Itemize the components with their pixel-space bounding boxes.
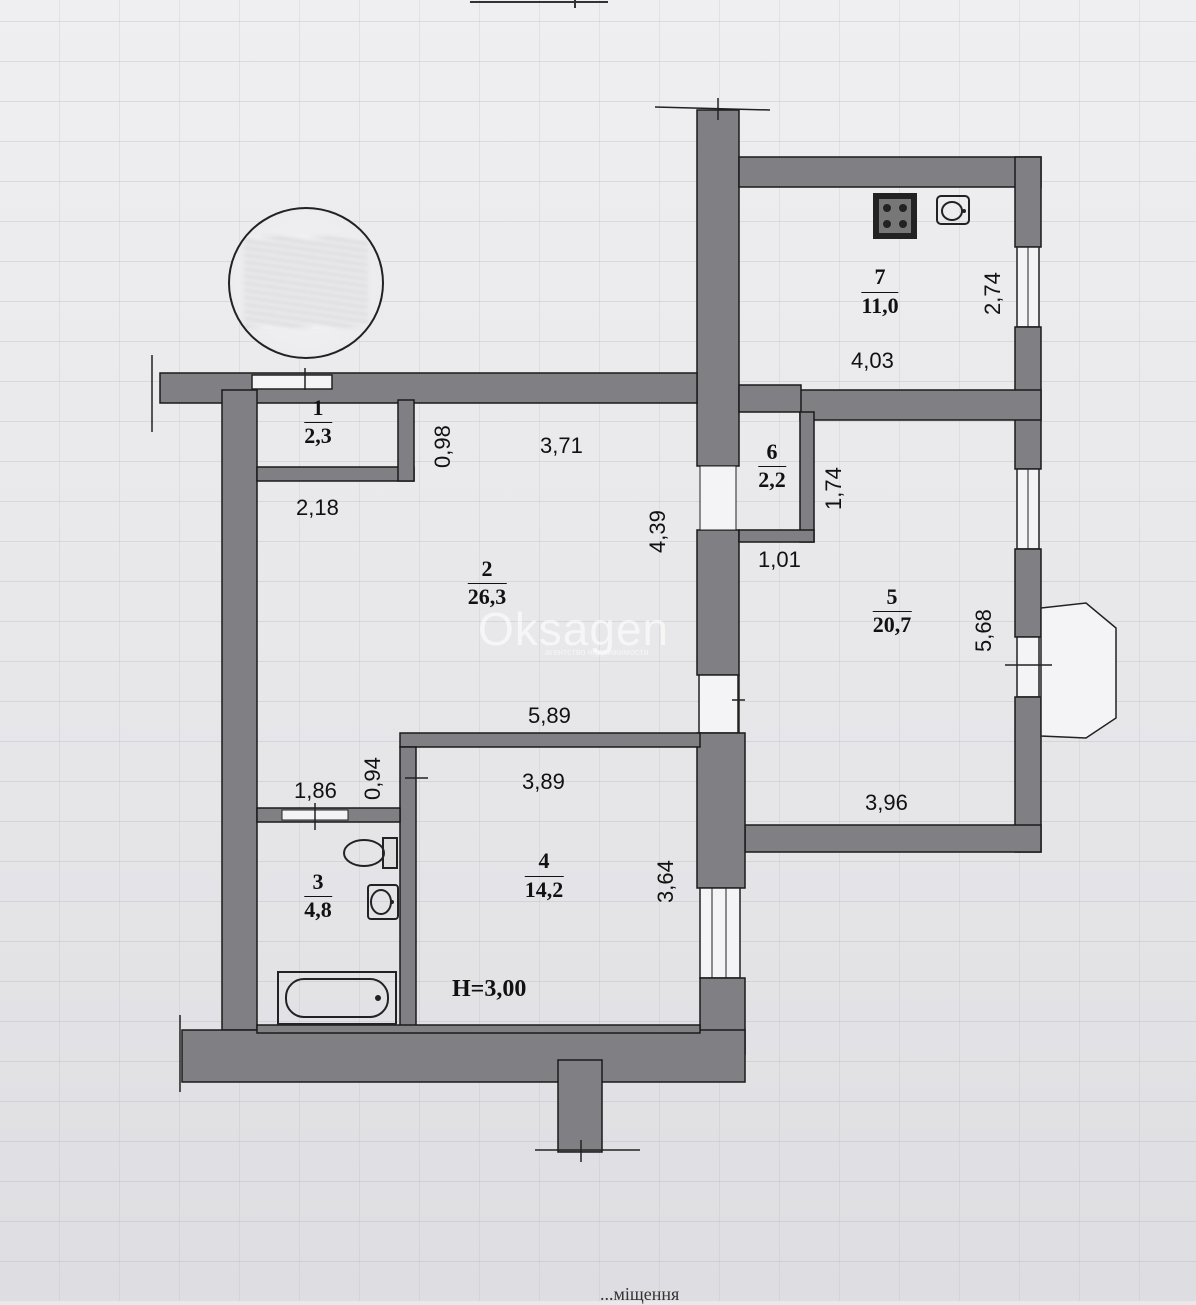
watermark-brand: Oksagen xyxy=(478,603,670,655)
dim-room1-height: 0,98 xyxy=(430,425,455,468)
wall-room6-bottom xyxy=(738,529,815,543)
wall-room3-4 xyxy=(399,746,417,1028)
wall-room2-bottom xyxy=(399,732,701,748)
room-4-number: 4 xyxy=(538,848,550,873)
room-2-area: 26,3 xyxy=(467,583,507,609)
dim-room5-width: 3,96 xyxy=(865,790,908,815)
room-5-number: 5 xyxy=(886,584,898,609)
dim-room2-top: 3,71 xyxy=(540,433,583,458)
wall-bottom-stub xyxy=(557,1059,603,1153)
room-4-area: 14,2 xyxy=(524,876,564,902)
dim-room6-width: 1,01 xyxy=(758,547,801,572)
balcony-bay xyxy=(1040,602,1117,739)
vent-room1 xyxy=(251,374,333,390)
room-3-number: 3 xyxy=(312,869,324,894)
room-2-number: 2 xyxy=(481,556,493,581)
room-7-number: 7 xyxy=(874,264,886,289)
kitchen-sink-icon xyxy=(936,195,970,225)
stove-icon xyxy=(873,193,917,239)
footer-text-fragment: ...міщення xyxy=(600,1284,680,1304)
balcony-door xyxy=(1016,636,1040,698)
wall-central-upper xyxy=(696,109,740,467)
redacted-stamp xyxy=(228,207,384,359)
toilet-icon xyxy=(343,837,398,869)
room-1-number: 1 xyxy=(312,395,324,420)
ceiling-height-note: H=3,00 xyxy=(452,976,527,1002)
window-room4 xyxy=(699,887,741,979)
wall-central-middle xyxy=(696,529,740,676)
dim-room5-height: 5,68 xyxy=(971,609,996,652)
dim-room2-bottom: 5,89 xyxy=(528,703,571,728)
bathtub-icon xyxy=(277,971,397,1025)
wall-room5-bottom xyxy=(744,824,1042,853)
dim-room7-height: 2,74 xyxy=(980,272,1005,315)
wall-room1-bottom xyxy=(256,466,415,482)
bathroom-sink-icon xyxy=(367,884,399,920)
wall-kitchen-right-upper xyxy=(1014,156,1042,248)
watermark-tagline: агентство недвижимости xyxy=(545,647,649,657)
dim-corridor-094: 0,94 xyxy=(360,757,385,800)
wall-room6-right xyxy=(799,411,815,543)
room-1-area: 2,3 xyxy=(304,422,332,448)
wall-kitchen-top xyxy=(738,156,1042,188)
dim-room4-height: 3,64 xyxy=(653,860,678,903)
wall-room1-right xyxy=(397,399,415,482)
room-7-area: 11,0 xyxy=(861,292,899,318)
dim-room4-width: 3,89 xyxy=(522,769,565,794)
room-6-number: 6 xyxy=(766,439,778,464)
wall-room5-right-mid xyxy=(1014,548,1042,638)
room-5-area: 20,7 xyxy=(872,611,912,637)
dim-room1-width: 2,18 xyxy=(296,495,339,520)
room-6-area: 2,2 xyxy=(758,466,786,492)
door-central xyxy=(698,674,740,734)
dim-room3-width: 1,86 xyxy=(294,778,337,803)
wall-bottom xyxy=(181,1029,746,1083)
room-3-area: 4,8 xyxy=(304,896,332,922)
wall-between-7-6 xyxy=(738,384,802,413)
dim-room2-height: 4,39 xyxy=(645,510,670,553)
wall-central-lower xyxy=(696,732,746,889)
dim-room7-width: 4,03 xyxy=(851,348,894,373)
dim-room6-height: 1,74 xyxy=(821,467,846,510)
wall-left xyxy=(221,389,258,1031)
wall-between-7-5 xyxy=(799,389,1042,421)
